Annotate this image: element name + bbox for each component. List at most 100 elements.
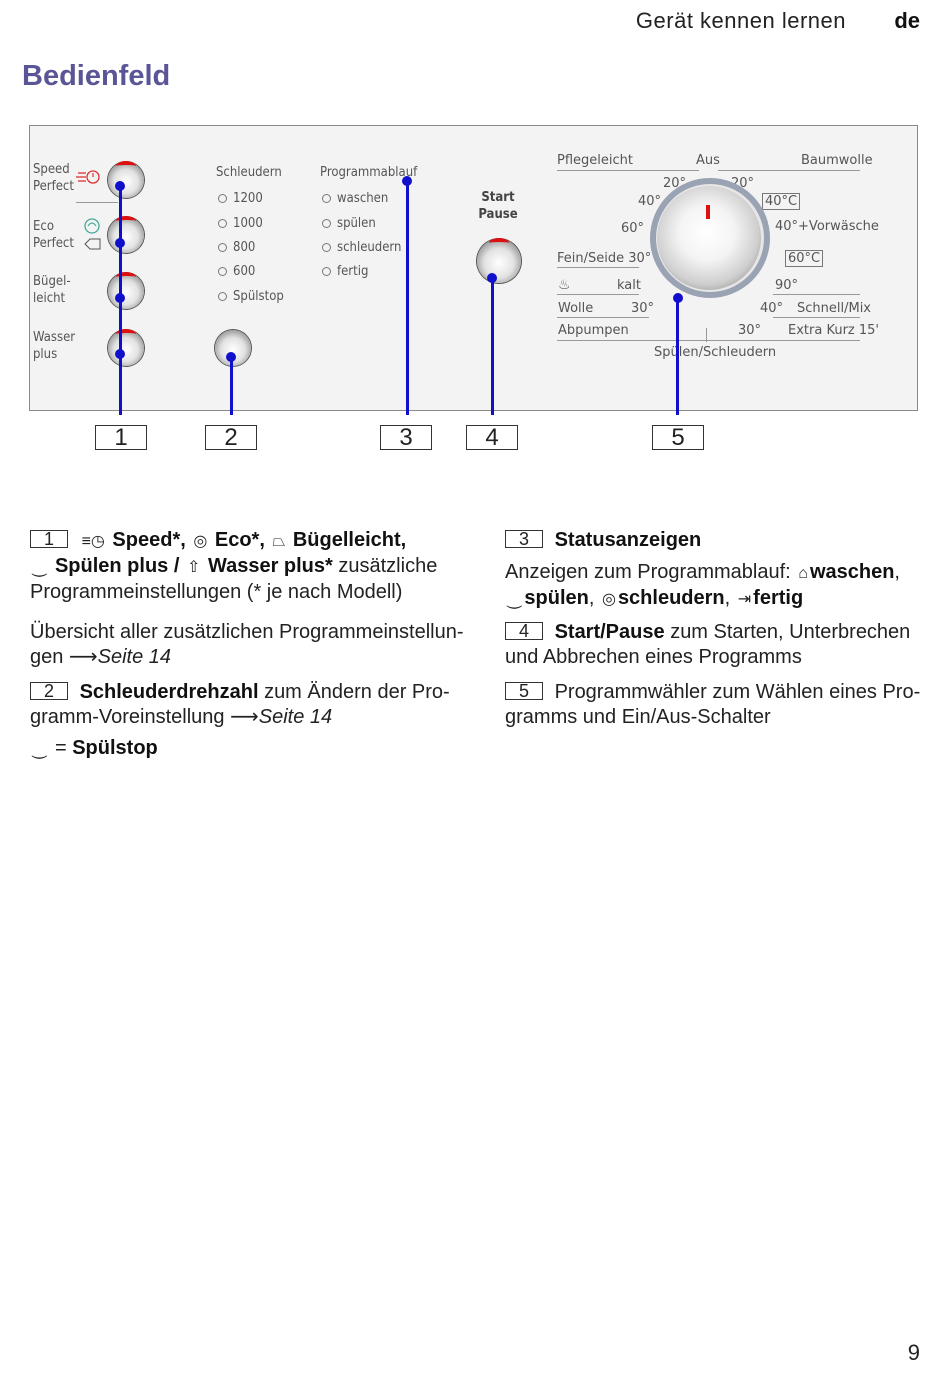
rinse-icon: ⏝ (32, 559, 48, 576)
dial-label: 90° (775, 278, 799, 293)
legend-item-3: 3 Statusanzeigen Anzeigen zum Programmab… (505, 528, 925, 612)
divider (706, 328, 707, 342)
divider (557, 267, 639, 268)
program-heading: Programmablauf (320, 165, 418, 180)
dial-label: Wolle (558, 301, 594, 316)
callout-dot (115, 238, 125, 248)
dial-label: Baumwolle (801, 153, 873, 168)
callout-dot (115, 349, 125, 359)
dial-label: 40°+Vorwäsche (775, 219, 879, 234)
page-number: 9 (907, 1340, 920, 1365)
callout-dot (673, 293, 683, 303)
dial-label: Pflegeleicht (557, 153, 633, 168)
legend-number: 2 (30, 682, 68, 700)
dial-label: Fein/Seide 30° (557, 251, 652, 266)
program-step: fertig (322, 263, 368, 280)
eco-perfect-button[interactable] (108, 216, 144, 253)
option-label-buegel: Bügel-leicht (33, 274, 71, 306)
wasser-plus-button[interactable] (108, 329, 144, 366)
speed-perfect-button[interactable] (108, 161, 144, 198)
spin-heading: Schleudern (216, 165, 282, 180)
dial-label: Spülen/Schleudern (654, 345, 777, 360)
divider (557, 294, 639, 295)
dial-indicator (706, 205, 710, 219)
section-title: Bedienfeld (22, 60, 171, 92)
callout-line-5 (676, 298, 679, 415)
legend-item-5: 5 Programmwähler zum Wählen eines Pro- g… (505, 681, 921, 728)
legend-item-2: 2 Schleuderdrehzahl zum Ändern der Pro- … (30, 681, 450, 728)
divider (773, 294, 860, 295)
callout-line-2 (230, 356, 233, 415)
callout-line-4 (491, 278, 494, 415)
callout-dot (226, 352, 236, 362)
spuelstop-note: ⏝ = Spülstop (30, 736, 470, 762)
spin-stop-icon: ⏝ (32, 741, 48, 758)
dial-label: 40°C (762, 193, 801, 210)
divider (718, 170, 860, 171)
callout-dot (115, 181, 125, 191)
spin-icon: ◎ (601, 591, 616, 608)
spin-option: 1200 (218, 190, 263, 207)
eco-icon: ◎ (193, 533, 208, 550)
dial-label: Aus (696, 153, 720, 168)
eco-icon (84, 218, 101, 250)
callout-box-3: 3 (380, 425, 432, 450)
program-selector-dial[interactable] (657, 186, 761, 290)
dial-label: Abpumpen (558, 323, 629, 338)
running-header-title: Gerät kennen lernen (635, 8, 846, 33)
page-reference-link[interactable]: Seite 14 (258, 706, 333, 728)
program-step: schleudern (322, 239, 401, 256)
legend-number: 5 (505, 682, 543, 700)
legend-item-4: 4 Start/Pause zum Starten, Unterbrechen … (505, 621, 911, 668)
arrow-icon: ⟶ (68, 646, 98, 668)
dial-label: 40° (760, 301, 784, 316)
arrow-icon: ⟶ (230, 706, 259, 728)
speed-icon: ≡◷ (81, 533, 105, 550)
callout-box-2: 2 (205, 425, 257, 450)
callout-line-3 (406, 181, 409, 415)
divider (557, 340, 860, 341)
wash-icon: ⌂ (798, 565, 808, 582)
callout-box-1: 1 (95, 425, 147, 450)
dial-label: 40° (638, 194, 662, 209)
program-step: spülen (322, 215, 376, 232)
speed-icon (76, 170, 100, 184)
dial-label: 60°C (785, 250, 824, 267)
control-panel-illustration (29, 125, 918, 411)
spin-option: Spülstop (218, 288, 284, 305)
dial-label: kalt (617, 278, 641, 293)
dial-label: 30° (631, 301, 655, 316)
callout-box-4: 4 (466, 425, 518, 450)
dial-label: Schnell/Mix (797, 301, 872, 316)
divider (557, 170, 699, 171)
callout-box-5: 5 (652, 425, 704, 450)
callout-dot (115, 293, 125, 303)
spin-option: 600 (218, 263, 255, 280)
dial-label: 30° (738, 323, 762, 338)
dial-label: Extra Kurz 15' (788, 323, 879, 338)
legend-number: 4 (505, 622, 543, 640)
spin-option: 800 (218, 239, 255, 256)
finished-icon: ⇥ (737, 591, 752, 608)
page-reference-link[interactable]: Seite 14 (97, 646, 171, 668)
start-pause-button[interactable] (477, 238, 521, 283)
language-code: de (894, 8, 920, 33)
water-plus-icon: ⇧ (186, 559, 201, 576)
divider (76, 202, 118, 203)
overview-reference: Übersicht aller zusätzlichen Programmein… (30, 621, 464, 668)
callout-dot (487, 273, 497, 283)
buegelleicht-button[interactable] (108, 272, 144, 309)
iron-icon: ⏢ (272, 533, 286, 550)
legend-item-1: 1 ≡◷ Speed*, ◎ Eco*, ⏢ Bügelleicht, ⏝ Sp… (30, 529, 438, 603)
legend-number: 1 (30, 530, 68, 548)
rinse-icon: ⏝ (507, 591, 523, 608)
callout-dot (402, 176, 412, 186)
hand-wash-icon: ♨ (558, 276, 571, 292)
divider (773, 317, 860, 318)
dial-label: 60° (621, 221, 645, 236)
spin-option: 1000 (218, 215, 263, 232)
program-step: waschen (322, 190, 388, 207)
legend-number: 3 (505, 530, 543, 548)
